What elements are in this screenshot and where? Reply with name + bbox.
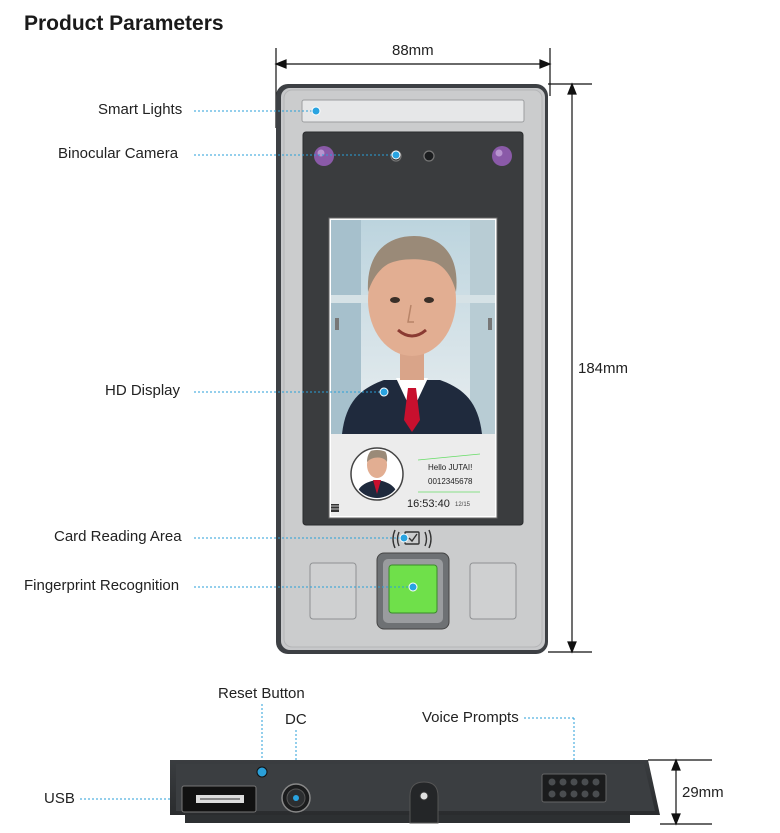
depth-dimension xyxy=(648,758,712,826)
callout-card-reading-area: Card Reading Area xyxy=(54,528,182,545)
ir-led-left xyxy=(314,146,334,166)
smart-light-bar xyxy=(301,99,525,123)
callout-reset-button: Reset Button xyxy=(218,685,305,702)
reset-button xyxy=(256,766,268,778)
camera-lens-right xyxy=(423,150,435,162)
speaker-grille xyxy=(541,773,607,803)
callout-hd-display: HD Display xyxy=(105,382,181,399)
width-label: 88mm xyxy=(392,42,434,59)
ir-led-right xyxy=(492,146,512,166)
mount-slot xyxy=(409,781,439,824)
screen-id-number: 0012345678 xyxy=(428,477,473,486)
callout-binocular-camera: Binocular Camera xyxy=(58,145,179,162)
callout-usb: USB xyxy=(44,790,75,807)
screen-date: 12/15 xyxy=(455,502,471,508)
side-pad-right xyxy=(469,562,517,620)
callout-smart-lights: Smart Lights xyxy=(98,101,183,118)
screen-greeting: Hello JUTAI! xyxy=(428,463,473,472)
callout-fingerprint-recognition: Fingerprint Recognition xyxy=(24,577,180,594)
screen-time: 16:53:40 xyxy=(407,498,450,510)
face-portrait xyxy=(342,236,482,434)
side-pad-left xyxy=(309,562,357,620)
page-title: Product Parameters xyxy=(24,12,224,35)
callout-dc: DC xyxy=(285,711,307,728)
depth-label: 29mm xyxy=(682,784,724,801)
device-bottom xyxy=(170,760,660,824)
device-front xyxy=(276,84,548,654)
height-label: 184mm xyxy=(578,360,629,377)
callout-voice-prompts: Voice Prompts xyxy=(422,709,519,726)
height-dimension xyxy=(548,82,592,654)
